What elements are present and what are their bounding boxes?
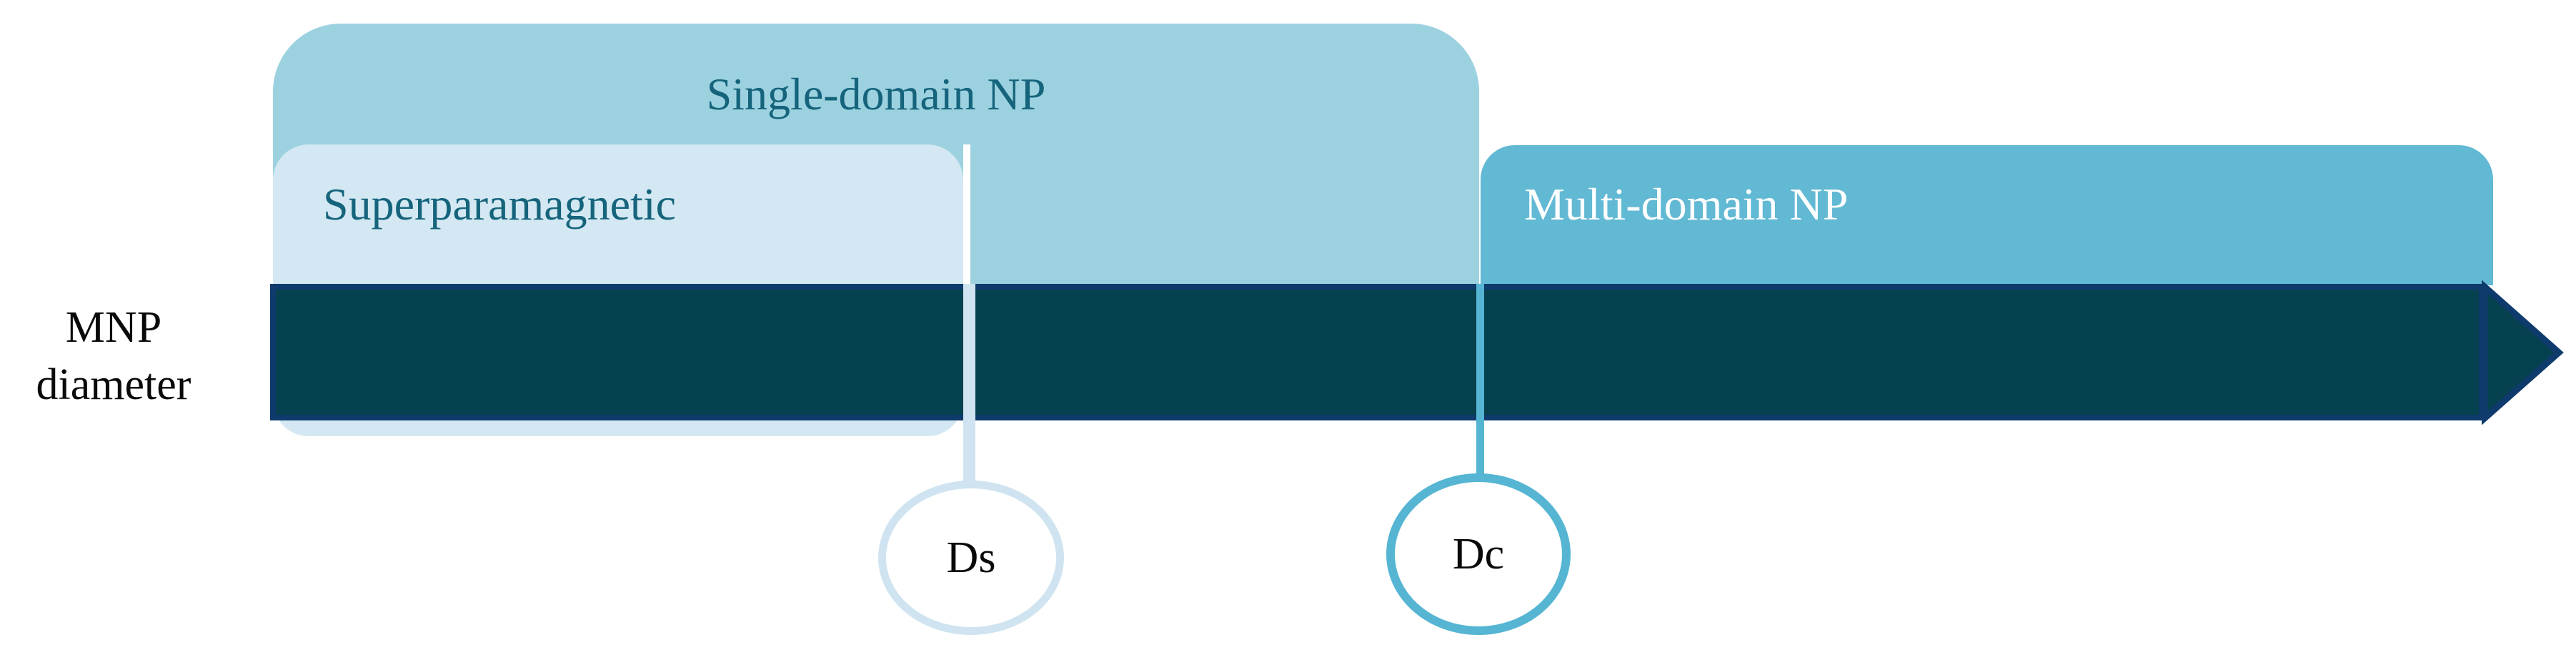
diameter-axis-bar <box>270 284 2485 420</box>
axis-label-line2: diameter <box>36 360 192 409</box>
marker-circle-ds: Ds <box>878 481 1064 635</box>
region-multi-domain-np: Multi-domain NP <box>1481 145 2493 285</box>
axis-label-line1: MNP <box>65 303 162 352</box>
axis-arrowhead-icon <box>2482 280 2564 425</box>
marker-label-dc: Dc <box>1452 529 1505 578</box>
region-superparamagnetic-label: Superparamagnetic <box>323 179 676 230</box>
axis-label-mnp-diameter: MNP diameter <box>0 299 227 413</box>
region-separator-ds <box>963 144 970 285</box>
marker-label-ds: Ds <box>946 533 996 582</box>
marker-line-ds <box>963 284 975 483</box>
marker-circle-dc: Dc <box>1386 473 1571 635</box>
region-multi-domain-label: Multi-domain NP <box>1524 179 1849 230</box>
region-single-domain-label: Single-domain NP <box>706 69 1046 119</box>
marker-line-dc <box>1476 284 1484 476</box>
